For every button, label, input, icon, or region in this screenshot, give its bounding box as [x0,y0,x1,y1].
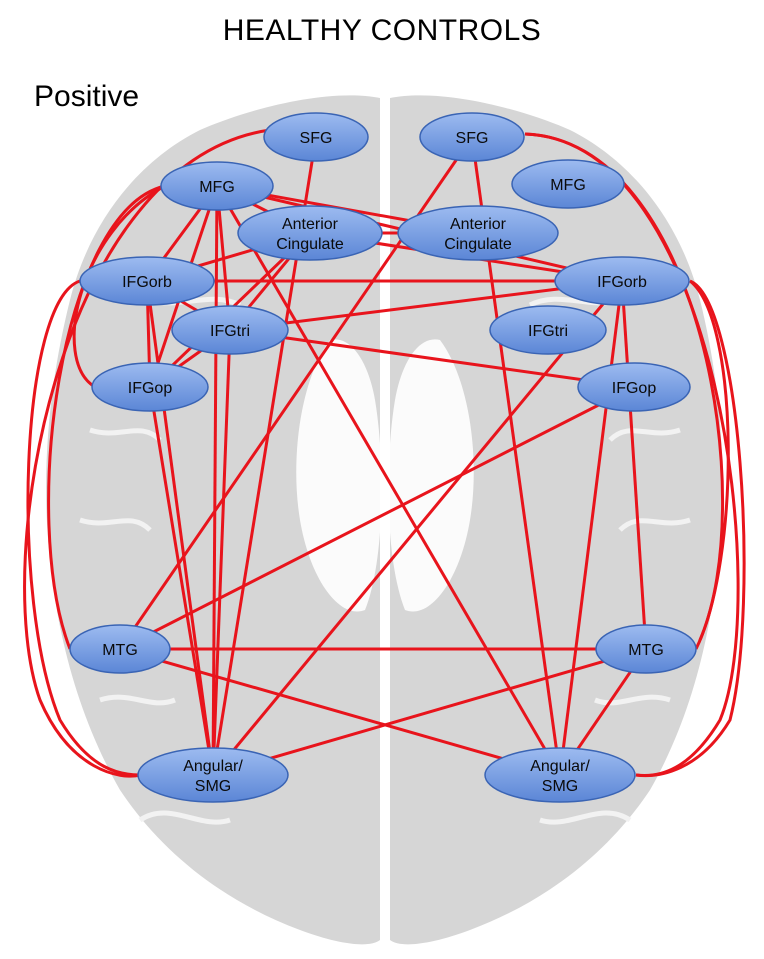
diagram-title: HEALTHY CONTROLS [222,14,542,47]
edge-curve-L_SFG-L_ANG [23,128,271,778]
node-ellipse [160,161,274,211]
node-ellipse [577,362,691,412]
edge-R_IFGop-L_MTG [119,385,635,651]
node-label: IFGop [612,380,657,397]
long-edge-layer [23,128,746,778]
node-ellipse [554,256,690,306]
node-R_IFGtri: IFGtri [489,305,607,355]
edge-layer [118,136,648,777]
edge-L_MFG-R_ANG [215,185,562,776]
edge-L_IFGtri-L_ANG [211,329,232,776]
brain-ventricle-right [388,339,474,612]
node-ellipse [91,362,209,412]
node-R_SFG: SFG [419,112,525,162]
edge-R_IFGorb-L_ANG [211,280,624,776]
node-R_ANG: Angular/SMG [484,747,636,803]
edge-L_MTG-R_ANG [119,647,561,777]
edge-R_IFGorb-R_MTG [620,280,648,650]
edge-curve-R_IFGorb-R_ANG [635,279,746,778]
edge-curve-L_MFG-L_MTG [47,184,166,650]
brain-left-hemisphere [46,95,380,945]
node-label: IFGorb [597,274,647,291]
node-label: IFGorb [122,274,172,291]
node-ellipse [419,112,525,162]
node-R_MTG: MTG [595,624,697,674]
node-ellipse [511,159,625,209]
brain-right-hemisphere [390,95,723,945]
node-L_MFG: MFG [160,161,274,211]
brain-sulci-left [79,296,242,825]
node-label: Angular/ [530,758,590,775]
node-L_SFG: SFG [263,112,369,162]
node-L_IFGorb: IFGorb [79,256,215,306]
node-ellipse [595,624,697,674]
node-label: Anterior [282,216,339,233]
edge-L_IFGtri-R_IFGop [229,328,635,389]
edge-L_MFG-L_ANG [211,185,219,776]
node-R_IFGorb: IFGorb [554,256,690,306]
node-label: MTG [628,642,664,659]
brain-axial-slice [46,95,723,945]
edge-R_IFGorb-R_ANG [558,280,624,776]
node-ellipse [263,112,369,162]
edge-curve-L_IFGorb-L_ANG [26,279,141,777]
node-ellipse [397,205,559,261]
node-label: MFG [550,177,586,194]
node-label: SFG [300,130,333,147]
node-label: IFGtri [210,323,250,340]
edge-L_IFGop-L_ANG [148,386,215,776]
node-label: IFGop [128,380,173,397]
node-label: Angular/ [183,758,243,775]
node-label: SFG [456,130,489,147]
node-L_MTG: MTG [69,624,171,674]
node-ellipse [489,305,607,355]
diagram-subtitle: Positive [34,80,140,113]
node-L_IFGop: IFGop [91,362,209,412]
edge-curve-R_IFGorb-R_MTG [689,279,730,650]
node-label: MTG [102,642,138,659]
edge-curve-R_SFG-R_ANG [524,132,740,778]
node-ellipse [171,305,289,355]
node-ellipse [69,624,171,674]
node-L_ANG: Angular/SMG [137,747,289,803]
node-label: Anterior [450,216,507,233]
node-label: Cingulate [444,236,512,253]
node-ellipse [79,256,215,306]
brain-ventricle-left [296,339,382,612]
edge-L_IFGtri-R_IFGorb [229,279,623,332]
node-label: Cingulate [276,236,344,253]
node-label: IFGtri [528,323,568,340]
brain-sulci-right [528,296,691,825]
node-label: SMG [542,778,578,795]
edge-curve-L_MFG-L_IFGop [72,184,166,389]
node-R_MFG: MFG [511,159,625,209]
node-label: MFG [199,179,235,196]
node-ellipse [137,747,289,803]
node-ellipse [484,747,636,803]
node-L_IFGtri: IFGtri [171,305,289,355]
node-ellipse [237,205,383,261]
node-label: SMG [195,778,231,795]
node-R_IFGop: IFGop [577,362,691,412]
